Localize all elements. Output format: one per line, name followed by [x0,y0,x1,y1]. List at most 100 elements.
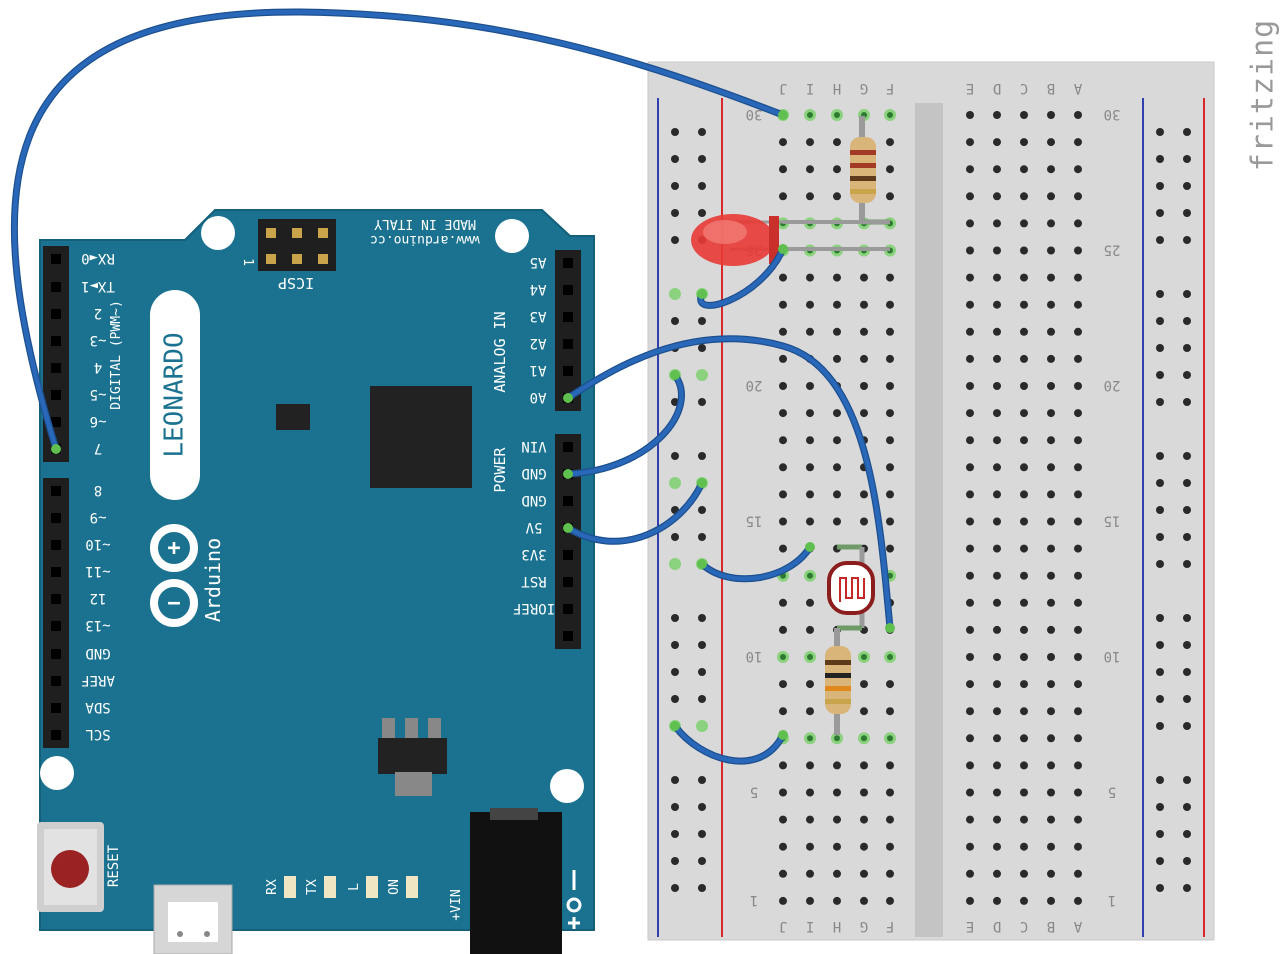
rail-hole [698,884,706,892]
breadboard-hole [886,463,894,472]
breadboard-hole [806,436,814,445]
icsp-pin [318,254,328,264]
breadboard-hole [966,598,974,607]
rail-hole [698,830,706,838]
breadboard-hole [993,327,1001,336]
breadboard-hole [966,544,974,553]
usb-port[interactable] [153,884,233,954]
breadboard-hole [833,138,841,147]
rail-hole [698,506,706,514]
rail-hole [669,477,681,489]
breadboard-hole [1074,300,1082,309]
icsp-pin1-label: 1 [240,258,255,266]
power-pin-label: IOREF [513,600,555,616]
analog-pin-label: A1 [530,362,547,378]
breadboard-hole [966,869,974,878]
analog-pin-body [555,250,581,411]
column-label: H [833,918,841,934]
breadboard-hole [833,896,841,905]
breadboard-hole [886,138,894,147]
component-led-red [691,214,890,266]
breadboard-hole [1047,896,1055,905]
breadboard-hole [1020,246,1028,255]
wire-end [885,623,895,633]
breadboard-hole [966,165,974,174]
breadboard-hole [779,598,787,607]
reset-button[interactable] [37,822,104,912]
breadboard-hole [1020,707,1028,716]
breadboard-hole [966,707,974,716]
breadboard-hole [860,869,868,878]
rail-hole [1183,479,1191,487]
rail-hole [1156,830,1164,838]
breadboard-hole [860,273,868,282]
rail-hole [1183,371,1191,379]
breadboard-hole [966,625,974,634]
breadboard-hole [860,680,868,689]
rail-hole [1156,695,1164,703]
breadboard-hole [993,707,1001,716]
breadboard-hole [993,165,1001,174]
breadboard-hole [1020,625,1028,634]
breadboard-hole [1047,463,1055,472]
power-jack[interactable] [470,808,562,954]
breadboard-hole [1047,653,1055,661]
breadboard-hole [833,192,841,201]
wire [12,9,786,452]
breadboard-hole [1074,111,1082,119]
breadboard-hole [833,490,841,499]
breadboard-hole [1047,707,1055,716]
rail-hole [671,452,679,460]
rail-hole [669,558,681,570]
breadboard-hole [1047,625,1055,634]
breadboard-hole [1074,327,1082,336]
rail-hole [1183,830,1191,838]
breadboard-hole [1020,463,1028,472]
voltage-regulator [378,718,447,796]
wire-end [670,370,680,380]
breadboard-hole [886,761,894,770]
breadboard-hole [806,707,814,716]
breadboard-hole [886,165,894,174]
icsp-pin [292,254,302,264]
breadboard-hole [1020,165,1028,174]
breadboard-hole [1074,409,1082,418]
breadboard-hole [806,761,814,770]
breadboard-hole [1074,598,1082,607]
rail-hole [1156,884,1164,892]
rail-hole [1156,776,1164,784]
digital-pin-label: AREF [81,672,115,688]
breadboard-hole [966,734,974,743]
digital-pin-socket [51,513,61,523]
breadboard-hole [966,490,974,499]
breadboard-hole [993,653,1001,661]
breadboard-hole [779,463,787,472]
rail-hole [698,668,706,676]
breadboard-hole [993,842,1001,851]
reset-label: RESET [106,844,122,887]
breadboard-hole [966,896,974,905]
vin-label: +VIN [449,889,464,920]
breadboard-hole [1074,490,1082,499]
breadboard-hole [860,788,868,797]
breadboard-hole [1074,680,1082,689]
digital-pin-label: RX◄0 [81,250,115,266]
analog-pin-socket [563,339,573,349]
breadboard-hole-center [807,654,813,660]
board-name-label: LEONARDO [160,332,190,457]
row-number-label: 10 [1104,648,1121,664]
digital-pin-socket [51,594,61,604]
analog-pin-label: A2 [530,335,547,351]
column-label: G [860,80,868,96]
column-label: C [1020,918,1028,934]
status-led-label: ON [387,879,402,895]
breadboard-hole [966,788,974,797]
breadboard-hole [1020,571,1028,580]
breadboard-hole [779,354,787,363]
breadboard-hole [833,165,841,174]
logo-minus: − [167,591,180,616]
column-label: F [886,80,894,96]
digital-pin-socket [51,282,61,292]
wire [565,372,684,477]
power-pin-socket [563,550,573,560]
